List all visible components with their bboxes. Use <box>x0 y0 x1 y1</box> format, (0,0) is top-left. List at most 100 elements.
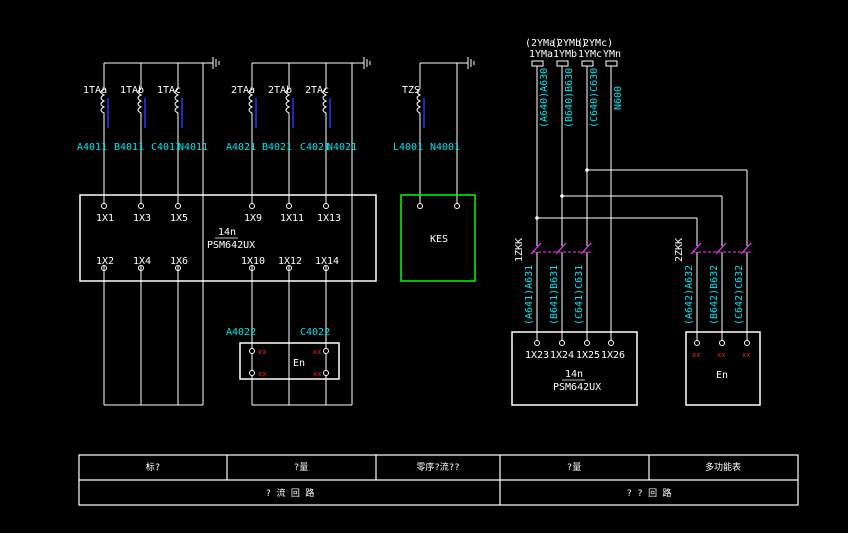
title-cell: 多功能表 <box>705 461 741 473</box>
fuse-symbols <box>531 60 618 67</box>
mark: xx <box>313 370 321 378</box>
terminal-label: 1X3 <box>133 213 151 224</box>
bus-wiring <box>536 66 748 343</box>
terminal-label: 1X14 <box>315 256 339 267</box>
ct-coil-icon <box>322 88 328 122</box>
ct-coil-icon <box>285 88 291 122</box>
ct-group-3 <box>419 57 475 205</box>
mark: xx <box>692 351 700 359</box>
wire-label: (B640)B630 <box>564 68 575 128</box>
device-name: 14n <box>218 227 236 238</box>
en-label: En <box>716 370 728 381</box>
switch-label: 2ZKK <box>674 238 685 262</box>
terminal-label: 1X1 <box>96 213 114 224</box>
wire-label: B4011 <box>114 142 144 153</box>
wire-label: A4011 <box>77 142 107 153</box>
return-wiring <box>103 266 352 406</box>
terminal-label: 1X25 <box>576 350 600 361</box>
terminal-label: 1X12 <box>278 256 302 267</box>
title-block <box>78 454 799 506</box>
terminal-label: 1X24 <box>550 350 574 361</box>
device-model: PSM642UX <box>553 382 601 393</box>
coil-label: 1TAb <box>120 85 144 96</box>
ct-coil-icon <box>416 88 422 122</box>
coil-label: TZS <box>402 85 420 96</box>
terminal-icon <box>101 203 107 209</box>
wire-label: N4011 <box>178 142 208 153</box>
wire-label: (B641)B631 <box>549 265 560 325</box>
bus-top-label: (2YMa) <box>525 38 561 49</box>
title-cell: ?量 <box>294 462 308 473</box>
terminal-icon <box>286 203 292 209</box>
coil-label: 1TAc <box>157 85 181 96</box>
kes-box <box>400 194 476 282</box>
wire-label: (C640)C630 <box>589 68 600 128</box>
wire-label: C4021 <box>300 142 330 153</box>
wire-label: B4021 <box>262 142 292 153</box>
title-cell: ?量 <box>567 462 581 473</box>
wire-label: L4001 <box>393 142 423 153</box>
terminal-icon <box>249 203 255 209</box>
terminal-label: 1X4 <box>133 256 151 267</box>
bus-top-label: (2YMc) <box>577 38 613 49</box>
terminal-icon <box>323 203 329 209</box>
wire-label: (C641)C631 <box>574 265 585 325</box>
junction-dots <box>535 168 589 220</box>
title-cell: 标? <box>146 461 160 473</box>
terminal-icon <box>175 203 181 209</box>
ct-coil-icon <box>174 88 180 122</box>
terminal-label: 1X2 <box>96 256 114 267</box>
coil-label: 2TAb <box>268 85 292 96</box>
device-14n-box-2 <box>511 331 638 406</box>
bus-label: 1YMb <box>553 49 577 60</box>
terminal-label: 1X6 <box>170 256 188 267</box>
terminal-label: 1X10 <box>241 256 265 267</box>
wire-label: A4021 <box>226 142 256 153</box>
mark: xx <box>313 348 321 356</box>
wire-label: C4022 <box>300 327 330 338</box>
device-name: 14n <box>565 369 583 380</box>
ct-group-2 <box>251 57 371 405</box>
bus-top-label: (2YMb) <box>551 38 587 49</box>
wire-label: (B642)B632 <box>709 265 720 325</box>
wire-label: (A641)A631 <box>524 265 535 325</box>
title-cell: 零序?流?? <box>416 461 459 473</box>
coil-label: 1TAa <box>83 85 107 96</box>
switch-label: 1ZKK <box>514 238 525 262</box>
en-box-left <box>239 342 340 380</box>
ct-coil-icon <box>248 88 254 122</box>
bus-label: YMn <box>603 49 621 60</box>
switch-2zkk <box>690 242 752 255</box>
switch-1zkk <box>530 242 592 255</box>
wire-label: A4022 <box>226 327 256 338</box>
mark: xx <box>258 370 266 378</box>
ct-coil-icon <box>100 88 106 122</box>
en-box-right <box>685 331 761 406</box>
terminal-icon <box>138 203 144 209</box>
bus-label: 1YMc <box>578 49 602 60</box>
terminal-label: 1X13 <box>317 213 341 224</box>
ct-coil-icon <box>137 88 143 122</box>
ct-group-1 <box>103 57 220 405</box>
wire-label: (A640)A630 <box>539 68 550 128</box>
wire-label: N600 <box>613 86 624 110</box>
mark: xx <box>717 351 725 359</box>
title-cell: ? 流 回 路 <box>266 487 315 499</box>
mark: xx <box>258 348 266 356</box>
wire-label: N4021 <box>327 142 357 153</box>
wire-label: N4001 <box>430 142 460 153</box>
wire-label: (C642)C632 <box>734 265 745 325</box>
wire-label: C4011 <box>151 142 181 153</box>
terminal-label: 1X5 <box>170 213 188 224</box>
coil-label: 2TAa <box>231 85 255 96</box>
ct-leads <box>103 122 421 205</box>
terminal-label: 1X26 <box>601 350 625 361</box>
title-cell: ? ? 回 路 <box>626 487 671 499</box>
coil-label: 2TAc <box>305 85 329 96</box>
device-14n-box <box>79 194 377 282</box>
kes-label: KES <box>430 234 448 245</box>
en-label: En <box>293 358 305 369</box>
wire-label: (A642)A632 <box>684 265 695 325</box>
device-model: PSM642UX <box>207 240 255 251</box>
